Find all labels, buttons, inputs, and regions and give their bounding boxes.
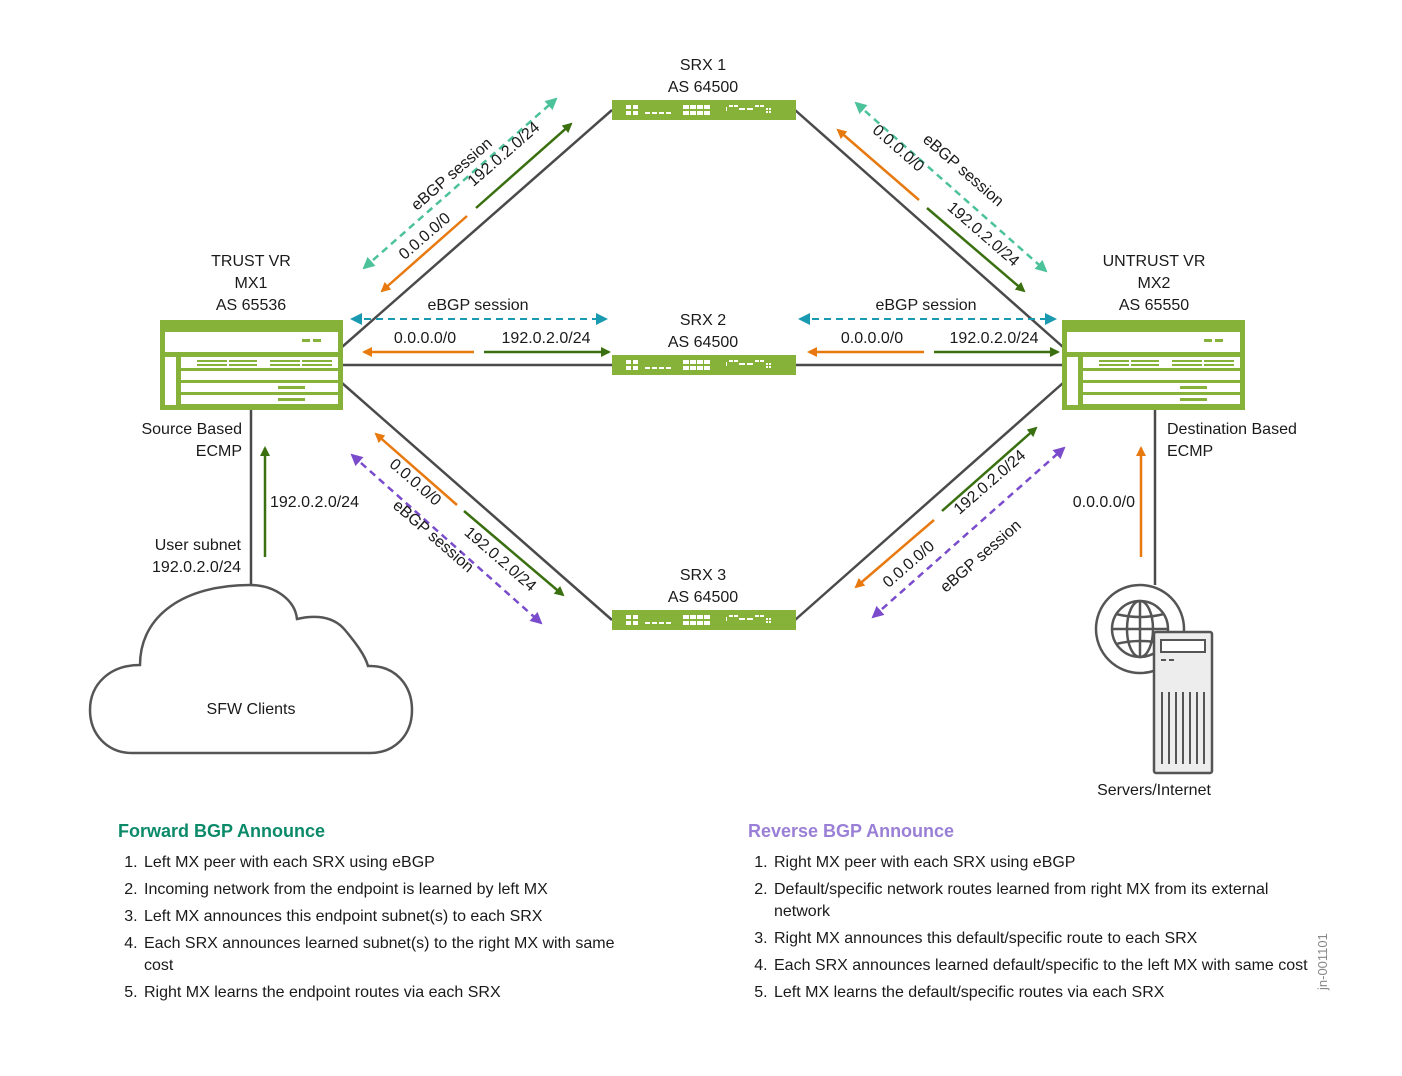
reverse-step: Right MX peer with each SRX using eBGP <box>772 852 1308 874</box>
srx3-as: AS 64500 <box>668 589 738 606</box>
server-tower-icon <box>1152 630 1214 775</box>
reverse-bgp-announce-section: Reverse BGP Announce Right MX peer with … <box>748 820 1308 1009</box>
mx2-ecmp-label: Destination Based <box>1167 421 1297 438</box>
default-route-arrow-mx2-srx3 <box>854 519 935 589</box>
link-mx1-srx3 <box>341 382 613 621</box>
reverse-step: Default/specific network routes learned … <box>772 879 1308 923</box>
forward-step: Right MX learns the endpoint routes via … <box>142 982 638 1004</box>
mx2-name: MX2 <box>1138 275 1171 292</box>
mx1-router-icon <box>160 320 343 410</box>
mx1-as: AS 65536 <box>216 297 286 314</box>
forward-step: Each SRX announces learned subnet(s) to … <box>142 933 638 977</box>
user-subnet-value: 192.0.2.0/24 <box>152 559 241 576</box>
internet-globe-icon <box>1094 583 1186 675</box>
user-subnet-label: User subnet <box>155 537 242 554</box>
srx3-name: SRX 3 <box>680 567 726 584</box>
reverse-step: Right MX announces this default/specific… <box>772 928 1308 950</box>
ebgp-session-mx1-srx1 <box>362 97 558 270</box>
specific-route-label-mx1-srx2: 192.0.2.0/24 <box>502 330 591 347</box>
specific-route-arrow-srx3-mx2 <box>941 426 1038 512</box>
forward-step: Left MX announces this endpoint subnet(s… <box>142 906 638 928</box>
specific-route-arrow-mx1-srx3 <box>463 510 565 597</box>
srx1-as: AS 64500 <box>668 79 738 96</box>
specific-route-label-srx2-mx2: 192.0.2.0/24 <box>950 330 1039 347</box>
mx2-vr-label: UNTRUST VR <box>1103 253 1206 270</box>
default-route-arrow-srx3-mx1 <box>374 432 458 506</box>
forward-step: Incoming network from the endpoint is le… <box>142 879 638 901</box>
document-id: jn-001101 <box>1315 933 1330 990</box>
srx1-name: SRX 1 <box>680 57 726 74</box>
default-route-label-srx2-mx1: 0.0.0.0/0 <box>394 330 456 347</box>
reverse-bgp-title: Reverse BGP Announce <box>748 821 955 841</box>
internet-default-route-label: 0.0.0.0/0 <box>1073 494 1135 511</box>
mx2-ecmp-label-2: ECMP <box>1167 443 1213 460</box>
ebgp-label-srx2-mx2: eBGP session <box>875 297 976 314</box>
mx2-router-icon <box>1062 320 1245 410</box>
srx1-firewall-icon <box>612 100 796 120</box>
reverse-steps-list: Right MX peer with each SRX using eBGP D… <box>748 852 1308 1004</box>
default-route-arrow-srx1-mx1 <box>380 215 468 293</box>
default-route-label-mx2-srx2: 0.0.0.0/0 <box>841 330 903 347</box>
srx2-as: AS 64500 <box>668 334 738 351</box>
specific-route-label-srx3-mx2: 192.0.2.0/24 <box>951 447 1029 518</box>
default-route-arrow-mx2-srx1 <box>836 128 920 201</box>
forward-steps-list: Left MX peer with each SRX using eBGP In… <box>118 852 638 1004</box>
default-route-label-mx2-srx1: 0.0.0.0/0 <box>869 122 927 176</box>
ebgp-label-mx1-srx2: eBGP session <box>427 297 528 314</box>
srx2-firewall-icon <box>612 355 796 375</box>
sfw-clients-cloud-icon <box>88 583 414 755</box>
ebgp-session-srx3-mx2 <box>871 446 1066 619</box>
specific-route-label-srx1-mx2: 192.0.2.0/24 <box>944 199 1022 270</box>
mx2-as: AS 65550 <box>1119 297 1189 314</box>
default-route-label-mx2-srx3: 0.0.0.0/0 <box>880 538 938 592</box>
forward-bgp-announce-section: Forward BGP Announce Left MX peer with e… <box>118 820 638 1009</box>
forward-bgp-title: Forward BGP Announce <box>118 821 326 841</box>
srx3-firewall-icon <box>612 610 796 630</box>
mx1-ecmp-label-2: ECMP <box>196 443 242 460</box>
mx1-vr-label: TRUST VR <box>211 253 291 270</box>
specific-route-arrow-srx1-mx2 <box>926 207 1026 293</box>
reverse-step: Each SRX announces learned default/speci… <box>772 955 1308 977</box>
ebgp-session-mx1-srx3 <box>350 453 543 625</box>
specific-route-arrow-mx1-srx1 <box>475 122 573 209</box>
sfw-clients-label: SFW Clients <box>207 701 296 718</box>
link-srx3-mx2 <box>794 382 1064 621</box>
forward-step: Left MX peer with each SRX using eBGP <box>142 852 638 874</box>
reverse-step: Left MX learns the default/specific rout… <box>772 982 1308 1004</box>
srx2-name: SRX 2 <box>680 312 726 329</box>
user-subnet-route-label: 192.0.2.0/24 <box>270 494 359 511</box>
servers-internet-label: Servers/Internet <box>1097 782 1211 799</box>
mx1-ecmp-label: Source Based <box>141 421 242 438</box>
ebgp-label-srx3-mx2: eBGP session <box>937 517 1024 596</box>
mx1-name: MX1 <box>235 275 268 292</box>
ebgp-session-srx1-mx2 <box>854 101 1048 273</box>
